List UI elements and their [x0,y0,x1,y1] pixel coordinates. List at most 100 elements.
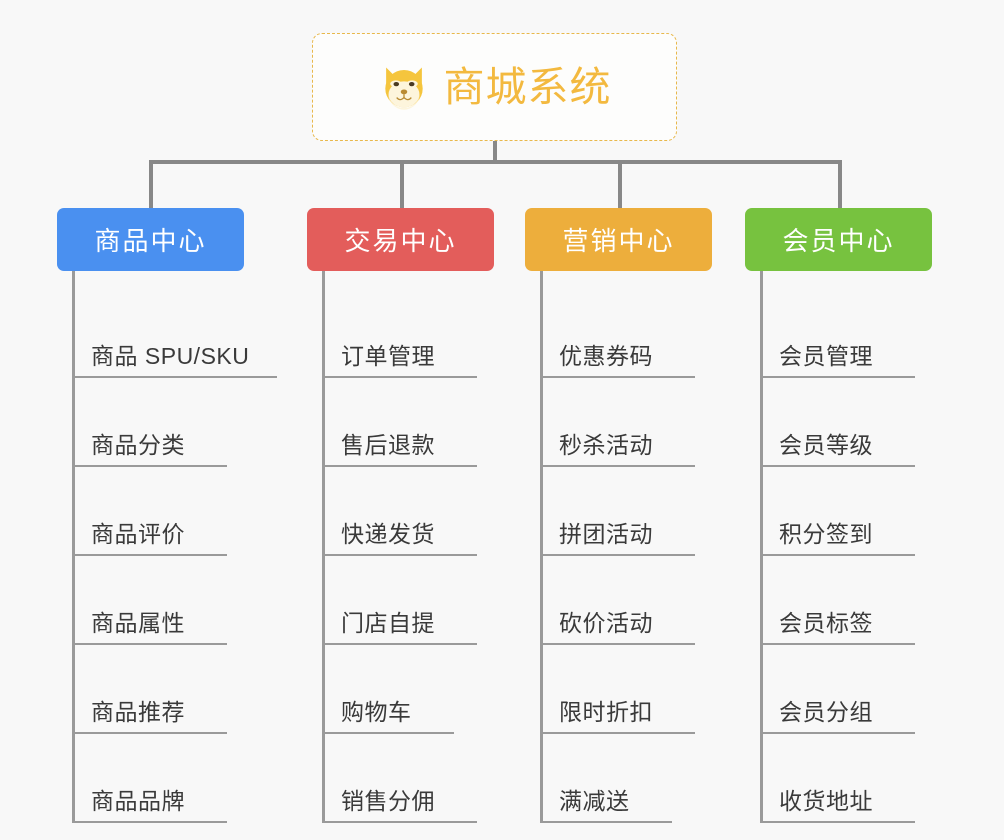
branch-column-3: 营销中心 优惠券码 秒杀活动 拼团活动 砍价活动 限时折扣 [525,208,745,823]
leaf-list-3: 优惠券码 秒杀活动 拼团活动 砍价活动 限时折扣 满减送 [525,271,745,823]
leaf-item[interactable]: 砍价活动 [540,556,745,645]
branch-header-3[interactable]: 营销中心 [525,208,712,271]
leaf-item[interactable]: 售后退款 [322,378,527,467]
leaf-item[interactable]: 门店自提 [322,556,527,645]
branch-header-label-4: 会员中心 [782,226,895,256]
leaf-item[interactable]: 购物车 [322,645,527,734]
leaf-underline [72,465,227,467]
leaf-underline [322,465,477,467]
branch-header-1[interactable]: 商品中心 [57,208,244,271]
leaf-underline [760,643,915,645]
leaf-underline [72,376,277,378]
branch-header-label-3: 营销中心 [562,226,675,256]
leaf-item[interactable]: 商品分类 [72,378,277,467]
leaf-list-1: 商品 SPU/SKU 商品分类 商品评价 商品属性 商品推荐 商品品牌 [57,271,277,823]
root-node[interactable]: 商城系统 [312,33,677,141]
leaf-label: 商品推荐 [91,699,185,726]
leaf-item[interactable]: 满减送 [540,734,745,823]
leaf-item[interactable]: 优惠券码 [540,289,745,378]
leaf-label: 秒杀活动 [559,432,653,459]
leaf-underline [72,732,227,734]
leaf-item[interactable]: 会员等级 [760,378,965,467]
branch-header-4[interactable]: 会员中心 [745,208,932,271]
leaf-item[interactable]: 会员管理 [760,289,965,378]
leaf-underline [540,821,672,823]
leaf-label: 商品评价 [91,521,185,548]
leaf-label: 优惠券码 [559,343,653,370]
leaf-list-4: 会员管理 会员等级 积分签到 会员标签 会员分组 收货地址 [745,271,965,823]
branch-header-label-2: 交易中心 [344,226,457,256]
leaf-item[interactable]: 订单管理 [322,289,527,378]
leaf-label: 会员分组 [779,699,873,726]
leaf-label: 收货地址 [779,788,873,815]
leaf-item[interactable]: 商品属性 [72,556,277,645]
leaf-spine-1 [72,271,75,823]
leaf-label: 销售分佣 [341,788,435,815]
leaf-label: 砍价活动 [559,610,653,637]
leaf-item[interactable]: 商品 SPU/SKU [72,289,277,378]
branch-column-1: 商品中心 商品 SPU/SKU 商品分类 商品评价 商品属性 商品推荐 [57,208,277,823]
branch-header-label-1: 商品中心 [94,226,207,256]
leaf-item[interactable]: 快递发货 [322,467,527,556]
leaf-underline [760,821,915,823]
leaf-label: 会员标签 [779,610,873,637]
connector-drop-4 [838,160,842,208]
leaf-underline [760,465,915,467]
branch-column-4: 会员中心 会员管理 会员等级 积分签到 会员标签 会员分组 [745,208,965,823]
leaf-item[interactable]: 商品品牌 [72,734,277,823]
leaf-underline [72,821,227,823]
leaf-item[interactable]: 拼团活动 [540,467,745,556]
leaf-list-2: 订单管理 售后退款 快递发货 门店自提 购物车 销售分佣 [307,271,527,823]
connector-horizontal-bus [149,160,842,164]
leaf-item[interactable]: 秒杀活动 [540,378,745,467]
leaf-label: 商品品牌 [91,788,185,815]
leaf-spine-3 [540,271,543,823]
leaf-underline [72,554,227,556]
connector-root-stem [493,141,497,163]
leaf-underline [322,554,477,556]
branch-header-2[interactable]: 交易中心 [307,208,494,271]
leaf-item[interactable]: 收货地址 [760,734,965,823]
leaf-spine-4 [760,271,763,823]
leaf-item[interactable]: 会员分组 [760,645,965,734]
leaf-underline [540,643,695,645]
leaf-label: 积分签到 [779,521,873,548]
leaf-label: 商品分类 [91,432,185,459]
leaf-label: 快递发货 [341,521,435,548]
leaf-underline [760,732,915,734]
connector-drop-3 [618,160,622,208]
leaf-item[interactable]: 限时折扣 [540,645,745,734]
leaf-underline [322,732,454,734]
leaf-underline [72,643,227,645]
leaf-label: 满减送 [559,788,630,815]
leaf-item[interactable]: 销售分佣 [322,734,527,823]
leaf-underline [322,376,477,378]
leaf-label: 会员等级 [779,432,873,459]
leaf-label: 购物车 [341,699,412,726]
leaf-label: 商品属性 [91,610,185,637]
shiba-dog-face-icon [378,61,430,113]
leaf-underline [760,376,915,378]
leaf-underline [322,821,477,823]
leaf-item[interactable]: 商品推荐 [72,645,277,734]
leaf-label: 售后退款 [341,432,435,459]
connector-drop-1 [149,160,153,208]
leaf-label: 门店自提 [341,610,435,637]
leaf-underline [322,643,477,645]
leaf-underline [540,732,695,734]
leaf-label: 拼团活动 [559,521,653,548]
leaf-underline [760,554,915,556]
root-title: 商城系统 [443,63,612,110]
leaf-item[interactable]: 积分签到 [760,467,965,556]
leaf-underline [540,465,695,467]
leaf-underline [540,554,695,556]
leaf-spine-2 [322,271,325,823]
leaf-label: 会员管理 [779,343,873,370]
leaf-underline [540,376,695,378]
leaf-label: 商品 SPU/SKU [91,343,250,370]
leaf-item[interactable]: 商品评价 [72,467,277,556]
leaf-label: 订单管理 [341,343,435,370]
leaf-label: 限时折扣 [559,699,653,726]
leaf-item[interactable]: 会员标签 [760,556,965,645]
